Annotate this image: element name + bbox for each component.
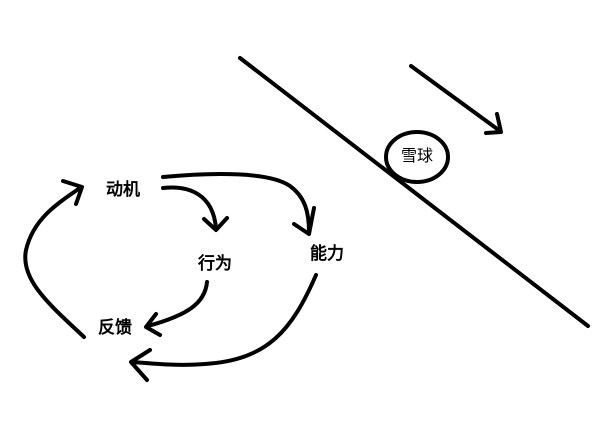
- arrow-motivation-to-behavior-head: [202, 216, 229, 232]
- snowball-label: 雪球: [401, 146, 434, 165]
- downhill-arrow-shaft: [409, 64, 502, 133]
- arrow-behavior-to-feedback-head: [144, 312, 162, 337]
- downhill-arrow-head: [484, 112, 503, 135]
- snowball-circle: [384, 130, 450, 184]
- arrow-feedback-to-motivation-head: [61, 179, 84, 206]
- arrow-motivation-to-ability-head: [292, 206, 316, 236]
- slope-line: [238, 56, 590, 328]
- arrow-ability-to-feedback-head: [129, 348, 152, 382]
- arrow-motivation-to-ability: [161, 172, 311, 234]
- node-motivation: 动机: [106, 180, 140, 200]
- arrow-ability-to-feedback: [131, 273, 318, 367]
- arrow-behavior-to-feedback: [146, 280, 209, 328]
- node-feedback: 反馈: [98, 318, 132, 338]
- node-behavior: 行为: [198, 254, 232, 274]
- node-ability: 能力: [310, 244, 344, 264]
- arrow-feedback-to-motivation: [23, 186, 86, 339]
- arrow-motivation-to-behavior: [161, 185, 218, 230]
